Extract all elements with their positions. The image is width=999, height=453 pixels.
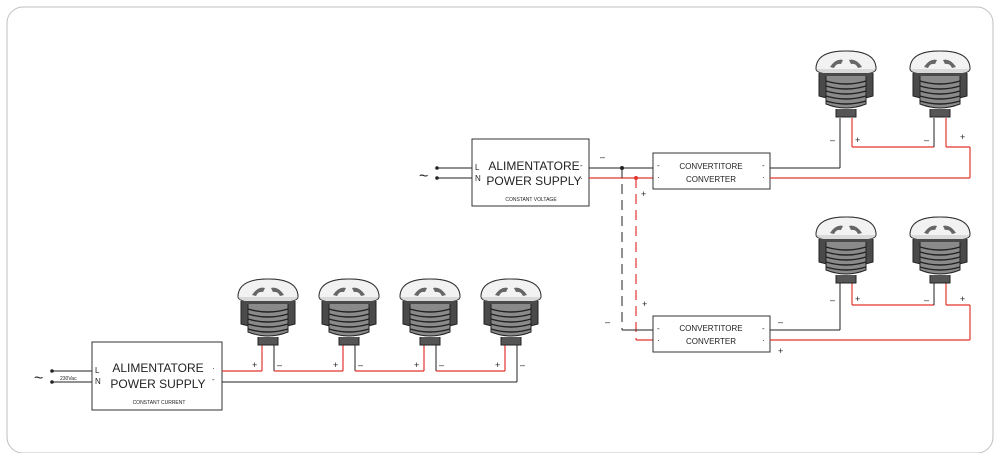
bus-plus-label-lower: + <box>642 299 647 309</box>
converter-bottom: CONVERTITORE CONVERTER - · - · <box>652 315 771 353</box>
ac-input-top: ~ <box>419 166 472 185</box>
psu-bottom-out-minus: - <box>212 375 215 384</box>
chain-lamp4-plus: + <box>495 360 500 370</box>
chain-lamp2-plus: + <box>333 360 338 370</box>
converter-top-in-minus: - <box>657 161 660 170</box>
spotlight-icon <box>318 278 380 346</box>
ac-symbol-bottom: ~ <box>34 370 43 387</box>
spotlight-icon <box>480 278 542 346</box>
psu-bottom-title-en: POWER SUPPLY <box>110 377 205 391</box>
psu-bottom-out-plus: · <box>212 364 215 373</box>
psu-top-L-label: L <box>475 163 480 172</box>
bus-minus-label: – <box>600 152 605 162</box>
diagram-frame <box>6 6 994 453</box>
voltage-label: 230Vac <box>60 376 77 382</box>
chain-lamp2-minus: – <box>358 360 363 370</box>
ac-symbol-top: ~ <box>419 168 428 185</box>
converter-top-title-it: CONVERTITORE <box>679 162 742 171</box>
converter-bottom-out-plus: · <box>762 336 765 345</box>
spotlight-icon <box>909 50 971 118</box>
psu-top-title-en: POWER SUPPLY <box>486 174 581 188</box>
bus-plus-label: + <box>641 189 646 199</box>
converter-bottom-title-en: CONVERTER <box>686 337 736 346</box>
br-lamp2-plus: + <box>960 294 965 304</box>
psu-top-N-label: N <box>475 174 481 183</box>
converter-bottom-out-minus: - <box>762 324 765 333</box>
chain-lamp1-minus: – <box>277 360 282 370</box>
spotlight-icon <box>237 278 299 346</box>
tr-lamp1-minus: – <box>830 135 835 145</box>
psu-bottom-title-it: ALIMENTATORE <box>112 361 203 375</box>
tr-lamp1-plus: + <box>855 135 860 145</box>
ac-input-bottom: ~ 230Vac <box>34 369 92 387</box>
top-bus-wires: – + + – <box>589 152 653 341</box>
converter-top-out-plus: · <box>762 173 765 182</box>
psu-bottom-type: CONSTANT CURRENT <box>133 400 186 406</box>
br-bus-minus: – <box>778 317 783 327</box>
psu-bottom-L-label: L <box>95 366 100 375</box>
psu-top-type: CONSTANT VOLTAGE <box>505 197 557 203</box>
chain-lamp3-plus: + <box>414 360 419 370</box>
converter-bottom-in-minus: - <box>657 324 660 333</box>
br-bus-plus: + <box>778 346 783 356</box>
power-supply-constant-current: L N ALIMENTATORE POWER SUPPLY CONSTANT C… <box>91 341 223 411</box>
spotlight-icon <box>399 278 461 346</box>
converter-top-out-minus: - <box>762 161 765 170</box>
psu-bottom-N-label: N <box>95 377 101 386</box>
converter-top-title-en: CONVERTER <box>686 175 736 184</box>
spotlight-icon <box>815 50 877 118</box>
power-supply-constant-voltage: L N ALIMENTATORE POWER SUPPLY CONSTANT V… <box>471 138 590 207</box>
br-lamp1-plus: + <box>855 294 860 304</box>
chain-lamp3-minus: – <box>439 360 444 370</box>
chain-lamp1-plus: + <box>252 360 257 370</box>
top-right-lamp-wiring: – + – + <box>770 118 971 179</box>
psu-top-out-plus: · <box>580 174 583 183</box>
psu-top-title-it: ALIMENTATORE <box>488 159 579 173</box>
converter-top: CONVERTITORE CONVERTER - · - · <box>652 152 771 190</box>
series-chain-wiring: + – + – + – + – <box>222 345 525 383</box>
chain-lamp4-minus: – <box>520 360 525 370</box>
converter-bottom-title-it: CONVERTITORE <box>679 324 742 333</box>
tr-lamp2-plus: + <box>960 132 965 142</box>
tr-lamp2-minus: – <box>924 135 929 145</box>
spotlight-icon <box>815 216 877 284</box>
br-lamp2-minus: – <box>924 295 929 305</box>
spotlight-icon <box>909 216 971 284</box>
bottom-right-lamp-wiring: – + – + – + <box>770 282 971 356</box>
psu-top-out-minus: - <box>580 161 583 170</box>
bus-minus-label-lower: – <box>605 317 610 327</box>
converter-bottom-in-plus: · <box>657 336 660 345</box>
converter-top-in-plus: · <box>657 173 660 182</box>
br-lamp1-minus: – <box>830 295 835 305</box>
